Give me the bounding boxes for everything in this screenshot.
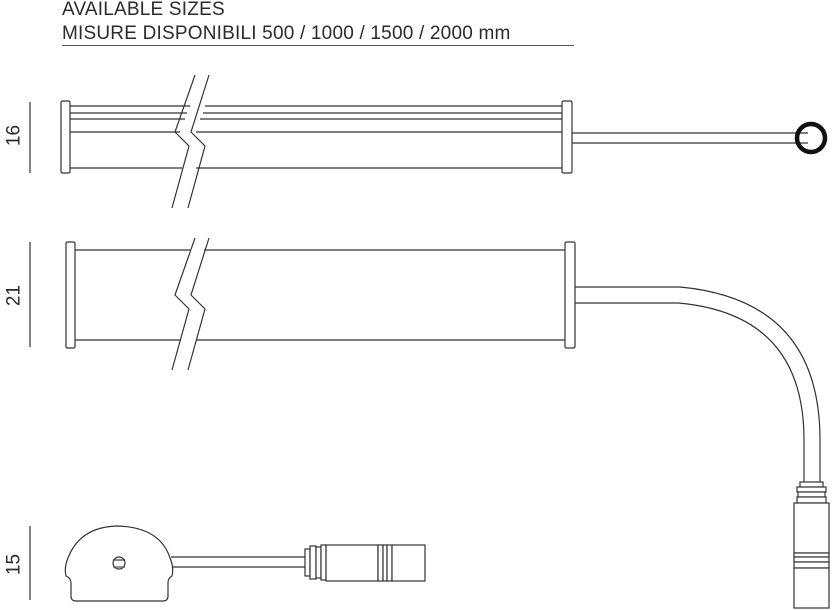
endcap-15-drawing	[64, 525, 426, 602]
cable-ring-end	[794, 121, 828, 155]
curved-cable-outer	[575, 286, 821, 482]
break-symbol-right	[187, 74, 210, 209]
right-end-cap	[564, 241, 576, 349]
break-symbol-left	[171, 237, 196, 371]
profile-21-drawing	[65, 237, 830, 609]
left-end-cap	[65, 241, 76, 349]
left-end-cap	[60, 100, 71, 174]
break-symbol-left	[171, 74, 196, 209]
profile-16-drawing	[60, 74, 828, 209]
right-end-cap	[561, 100, 573, 174]
horizontal-connector	[304, 544, 426, 582]
endcap-profile	[64, 525, 174, 602]
curved-cable-inner	[575, 302, 805, 482]
title-misure-disponibili: MISURE DISPONIBILI 500 / 1000 / 1500 / 2…	[62, 23, 511, 44]
screw-icon	[112, 556, 126, 570]
vertical-connector	[793, 481, 830, 609]
title-underline	[62, 45, 574, 46]
title-available-sizes: AVAILABLE SIZES	[62, 0, 225, 20]
break-symbol-right	[187, 237, 210, 371]
